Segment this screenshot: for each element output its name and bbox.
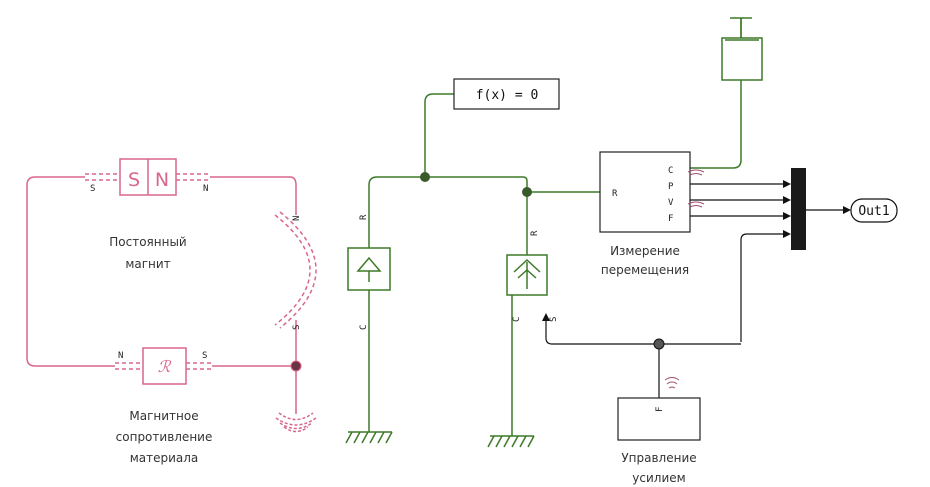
- force-ctrl-port-f: F: [655, 407, 665, 412]
- gap-port-top: N: [292, 216, 302, 221]
- magnetic-circuit: [26, 173, 317, 395]
- mech-node-right: [522, 187, 532, 197]
- sensor-label-line2: перемещения: [601, 263, 689, 277]
- sensor-port-f: F: [668, 214, 673, 224]
- solver-configuration-block[interactable]: f(x) = 0: [453, 78, 560, 110]
- reluct-port-left: N: [118, 351, 123, 361]
- sensor-port-r: R: [612, 189, 618, 199]
- magnetic-node: [290, 360, 302, 372]
- solver-label: f(x) = 0: [476, 88, 539, 103]
- reluctance-label-line2: сопротивление: [116, 430, 213, 444]
- reluctance-label-line3: материала: [130, 451, 199, 465]
- force-label-line2: усилием: [632, 471, 685, 485]
- outport-label: Out1: [858, 204, 889, 219]
- sensor-port-v: V: [668, 198, 674, 208]
- force-source-icon[interactable]: [506, 254, 548, 296]
- magnet-label-line2: магнит: [125, 257, 170, 271]
- mass-icon[interactable]: [347, 247, 391, 291]
- force-src-port-c: C: [512, 317, 522, 322]
- wireless-signal-icon: [687, 169, 705, 208]
- sensor-label-line1: Измерение: [610, 244, 680, 258]
- force-src-port-s: S: [549, 317, 559, 322]
- signal-wires: [545, 183, 845, 398]
- sensor-port-c: C: [668, 166, 673, 176]
- magnet-port-right: N: [203, 184, 208, 194]
- magnetic-wire-top-right: [210, 176, 297, 205]
- mechanical-reference-icon[interactable]: [487, 435, 535, 448]
- magnet-label-line1: Постоянный: [109, 235, 186, 249]
- force-label-line1: Управление: [621, 451, 696, 465]
- permanent-magnet-block[interactable]: S N: [119, 158, 177, 196]
- outport-block[interactable]: Out1: [850, 198, 898, 223]
- signal-node: [653, 338, 665, 350]
- reluctance-block[interactable]: ℛ: [142, 347, 187, 385]
- mass-port-r: R: [359, 214, 369, 220]
- damper-icon[interactable]: [721, 17, 763, 81]
- sensor-port-p: P: [668, 182, 674, 192]
- mass-port-c: C: [359, 325, 369, 330]
- reluctance-label-line1: Магнитное: [129, 409, 198, 423]
- magnet-port-left: S: [90, 184, 95, 194]
- mechanical-reference-icon[interactable]: [345, 431, 393, 444]
- magnetic-reference-icon[interactable]: [275, 395, 317, 433]
- force-src-port-r: R: [530, 230, 540, 236]
- reluctance-icon: ℛ: [158, 357, 172, 376]
- mech-node-top: [420, 172, 430, 182]
- wireless-signal-icon: [664, 377, 680, 389]
- mechanical-wires: [368, 18, 742, 436]
- magnetic-wire-left: [26, 176, 115, 367]
- motion-sensor-icon[interactable]: [599, 151, 691, 233]
- gap-port-bottom: S: [292, 325, 302, 330]
- magnet-n-letter: N: [155, 169, 169, 191]
- magnet-s-letter: S: [128, 169, 140, 191]
- signal-arrowheads: [542, 180, 851, 321]
- reluct-port-right: S: [202, 351, 207, 361]
- mux-icon[interactable]: [791, 168, 806, 250]
- force-control-block[interactable]: [617, 397, 701, 441]
